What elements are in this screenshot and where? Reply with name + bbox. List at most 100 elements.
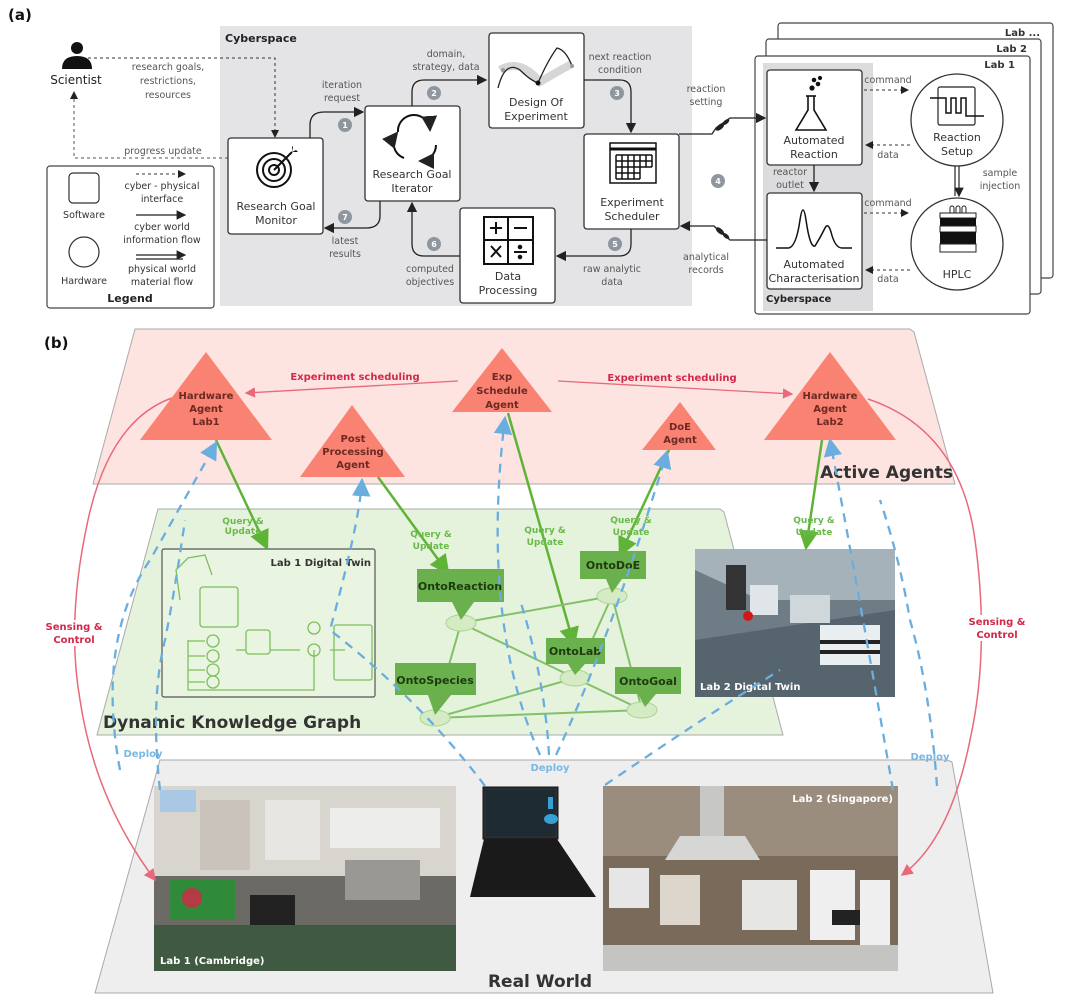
next-reaction-label: next reaction — [589, 52, 652, 63]
svg-text:Query &: Query & — [610, 516, 652, 526]
svg-text:Lab 2 Digital Twin: Lab 2 Digital Twin — [700, 682, 800, 693]
svg-text:Agent: Agent — [485, 400, 519, 411]
svg-text:Processing: Processing — [322, 447, 383, 458]
svg-text:request: request — [324, 93, 360, 104]
hplc-icon — [939, 205, 977, 253]
sensing-label-bg-right — [960, 615, 1020, 641]
flow-1-arrow — [309, 106, 365, 138]
target-icon — [256, 146, 298, 188]
coil-reactor-icon — [930, 97, 984, 117]
legend-title: Legend — [107, 292, 153, 305]
goals-label-1: research goals, — [132, 62, 204, 73]
latest-results-label: latest — [332, 236, 359, 247]
lab-more-label: Lab ... — [1005, 28, 1040, 39]
svg-text:Design Of: Design Of — [509, 96, 564, 109]
legend-hardware-icon — [68, 236, 100, 268]
agent-post-processing: Post Processing Agent — [300, 405, 405, 477]
reaction-setting-label: reaction — [687, 84, 726, 95]
svg-text:Query &: Query & — [524, 526, 566, 536]
flow-3-arrow — [584, 79, 637, 134]
svg-text:Experiment: Experiment — [504, 110, 568, 123]
onto-doe: OntoDoE — [580, 551, 646, 593]
svg-text:Update: Update — [796, 528, 833, 538]
svg-text:Data: Data — [495, 270, 521, 283]
experiment-scheduler-box: Experiment Scheduler — [583, 133, 680, 230]
lab-1-label: Lab 1 — [984, 60, 1015, 71]
svg-text:Hardware: Hardware — [803, 391, 858, 402]
agent-doe: DoE Agent — [642, 402, 716, 450]
svg-text:OntoGoal: OntoGoal — [619, 675, 677, 688]
data-processing-box: Data Processing — [459, 207, 556, 304]
svg-text:Agent: Agent — [189, 404, 223, 415]
svg-text:command: command — [864, 75, 911, 86]
domain-strategy-label: domain, — [427, 49, 466, 60]
svg-text:Processing: Processing — [479, 284, 538, 297]
legend-software-label: Software — [63, 210, 105, 221]
svg-text:Automated: Automated — [783, 134, 844, 147]
svg-text:Lab 1 Digital Twin: Lab 1 Digital Twin — [271, 558, 371, 569]
onto-reaction: OntoReaction — [417, 569, 504, 620]
calendar-icon — [609, 142, 657, 184]
svg-text:Control: Control — [53, 635, 94, 646]
legend-software-icon — [68, 172, 100, 204]
svg-text:Update: Update — [413, 542, 450, 552]
svg-text:3: 3 — [614, 89, 620, 98]
svg-text:Automated: Automated — [783, 258, 844, 271]
svg-text:Research Goal: Research Goal — [372, 168, 451, 181]
scientist-label: Scientist — [50, 73, 102, 87]
onto-lab: OntoLab — [546, 638, 605, 675]
lab1-photo-label: Lab 1 (Cambridge) — [160, 956, 264, 967]
plug-icon-2 — [715, 227, 730, 239]
progress-update-label: progress update — [124, 146, 202, 157]
sensing-label-bg-left — [40, 620, 100, 646]
svg-text:Query &: Query & — [793, 516, 835, 526]
flow-7-arrow — [323, 201, 381, 234]
hplc-circle: HPLC — [910, 197, 1004, 291]
research-goal-iterator-box: Research Goal Iterator — [364, 105, 461, 202]
svg-text:physical world: physical world — [128, 264, 196, 275]
chromatogram-icon — [776, 209, 852, 249]
panel-a-label: (a) — [8, 6, 32, 24]
svg-text:cyber - physical: cyber - physical — [124, 181, 199, 192]
raw-analytic-label: raw analytic — [583, 264, 641, 275]
iteration-request-label: iteration — [322, 80, 362, 91]
experiment-scheduling-label-left: Experiment scheduling — [290, 372, 419, 383]
scientist-icon — [62, 42, 92, 69]
automated-characterisation-box: Automated Characterisation — [766, 192, 863, 290]
research-goal-monitor-box: Research Goal Monitor — [227, 137, 324, 235]
svg-text:Agent: Agent — [336, 460, 370, 471]
deploy-label-left: Deploy — [123, 749, 163, 760]
svg-text:Lab2: Lab2 — [816, 417, 843, 428]
computed-objectives-label: computed — [406, 264, 454, 275]
svg-text:Hardware: Hardware — [179, 391, 234, 402]
svg-text:Reaction: Reaction — [933, 131, 981, 144]
svg-text:Update: Update — [225, 527, 262, 537]
real-world-label: Real World — [488, 972, 592, 992]
svg-text:Update: Update — [613, 528, 650, 538]
svg-text:Reaction: Reaction — [790, 148, 838, 161]
cyberspace-label: Cyberspace — [225, 32, 297, 45]
svg-text:cyber world: cyber world — [134, 222, 190, 233]
svg-text:OntoLab: OntoLab — [549, 645, 601, 658]
plug-icon-1 — [715, 119, 730, 131]
svg-text:condition: condition — [598, 65, 642, 76]
svg-text:Setup: Setup — [941, 145, 973, 158]
lab1-digital-twin: Lab 1 Digital Twin — [161, 548, 376, 698]
svg-text:Monitor: Monitor — [255, 214, 297, 227]
experiment-scheduling-arrows — [244, 380, 794, 399]
sample-injection-label: sample — [983, 168, 1018, 179]
design-of-experiment-box: Design Of Experiment — [488, 32, 585, 129]
cycle-icon — [382, 114, 438, 169]
query-update-lines — [214, 412, 824, 648]
svg-text:7: 7 — [342, 213, 348, 222]
svg-text:4: 4 — [715, 177, 721, 186]
svg-text:Update: Update — [527, 538, 564, 548]
active-agents-label: Active Agents — [820, 463, 953, 483]
calculator-icon — [483, 216, 534, 265]
svg-text:HPLC: HPLC — [943, 268, 972, 281]
svg-text:DoE: DoE — [669, 422, 691, 433]
lab2-photo: Lab 2 (Singapore) — [603, 786, 898, 971]
svg-text:interface: interface — [141, 194, 184, 205]
svg-text:Characterisation: Characterisation — [769, 272, 860, 285]
